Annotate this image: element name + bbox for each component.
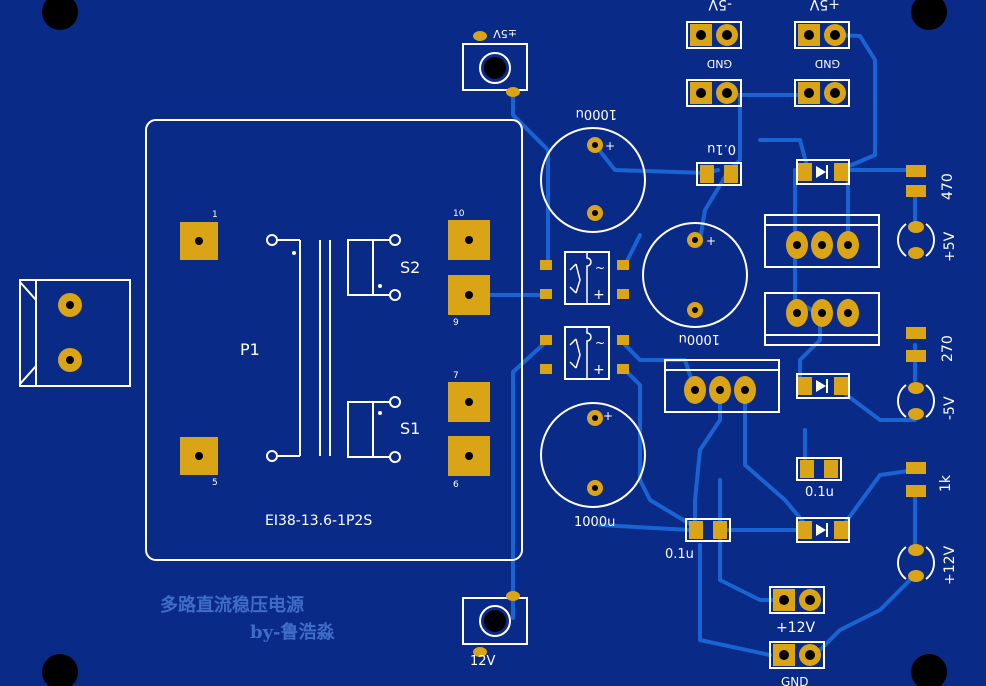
cap-bottom-value: 1000u (574, 515, 615, 530)
mount-hole-tr (911, 0, 947, 30)
led-mid (897, 382, 935, 420)
electrolytic-cap-top: + (540, 127, 646, 233)
resistor-top-value: 470 (940, 173, 956, 200)
header-plus5v (794, 21, 850, 49)
smd-cap-bottom-value: 0.1u (665, 547, 694, 562)
smd-diode-top (796, 159, 850, 185)
svg-text:+: + (593, 287, 605, 303)
svg-text:~: ~ (595, 336, 605, 350)
header-gnd-bottom (769, 641, 825, 669)
header-plus12v (769, 586, 825, 614)
led-top-label: +5V (942, 231, 958, 262)
regulator-mid (764, 292, 880, 346)
header-gnd-bottom-label: GND (781, 675, 809, 686)
led-bottom (897, 544, 935, 582)
transformer-designator: P1 (240, 340, 260, 359)
electrolytic-cap-mid: + (642, 222, 748, 328)
led-mid-label: -5V (942, 396, 958, 420)
bridge-rectifier-bottom: ~ + (540, 326, 629, 380)
smd-cap-top-value: 0.1u (707, 141, 736, 156)
pin-label-5: 5 (212, 478, 218, 488)
transformer-part-number: EI38-13.6-1P2S (265, 513, 372, 529)
electrolytic-cap-bottom: + (540, 402, 646, 508)
cap-top-value: 1000u (576, 106, 617, 121)
pin-label-9: 9 (453, 318, 459, 328)
smd-cap-right (796, 457, 842, 481)
regulator-top (764, 214, 880, 268)
header-gnd-right-label: GND (815, 57, 840, 70)
svg-text:+: + (603, 409, 613, 423)
pin-label-6: 6 (453, 480, 459, 490)
mount-hole-tl (42, 0, 78, 30)
svg-text:+: + (593, 362, 605, 378)
jack-top-label: ±5V (493, 27, 517, 40)
transformer-footprint (145, 119, 523, 561)
header-gnd-left (686, 79, 742, 107)
svg-text:+: + (706, 234, 716, 248)
resistor-mid-value: 270 (940, 335, 956, 362)
svg-text:+: + (605, 139, 615, 153)
led-top (897, 221, 935, 259)
jack-bottom-label: 12V (470, 654, 496, 669)
smd-diode-bottom (796, 517, 850, 543)
secondary-s1-label: S1 (400, 419, 420, 438)
mount-hole-br (911, 654, 947, 686)
header-gnd-left-label: GND (707, 57, 732, 70)
input-terminal-block (19, 279, 131, 387)
pin-label-10: 10 (453, 209, 465, 219)
svg-text:~: ~ (595, 261, 605, 275)
header-plus5v-label: +5V (809, 0, 840, 12)
resistor-bottom (906, 462, 926, 497)
smd-cap-bottom (685, 518, 731, 542)
cap-mid-value: 1000u (679, 331, 720, 346)
dc-jack-bottom (462, 591, 528, 657)
pin-label-7: 7 (453, 371, 459, 381)
board-title: 多路直流稳压电源 (160, 594, 304, 616)
smd-cap-right-value: 0.1u (805, 485, 834, 500)
resistor-mid (906, 327, 926, 362)
header-plus12v-label: +12V (776, 620, 816, 636)
mount-hole-bl (42, 654, 78, 686)
header-minus5v (686, 21, 742, 49)
regulator-bottom (664, 359, 780, 413)
resistor-top (906, 165, 926, 197)
led-bottom-label: +12V (942, 545, 958, 585)
bridge-rectifier-top: ~ + (540, 251, 629, 305)
smd-diode-mid (796, 373, 850, 399)
dc-jack-top (462, 31, 528, 97)
resistor-bottom-value: 1k (938, 474, 954, 492)
header-gnd-right (794, 79, 850, 107)
smd-cap-top (696, 162, 742, 186)
secondary-s2-label: S2 (400, 258, 420, 277)
header-minus5v-label: -5V (708, 0, 732, 12)
board-author: by-鲁浩淼 (250, 621, 336, 643)
pin-label-1: 1 (212, 210, 218, 220)
